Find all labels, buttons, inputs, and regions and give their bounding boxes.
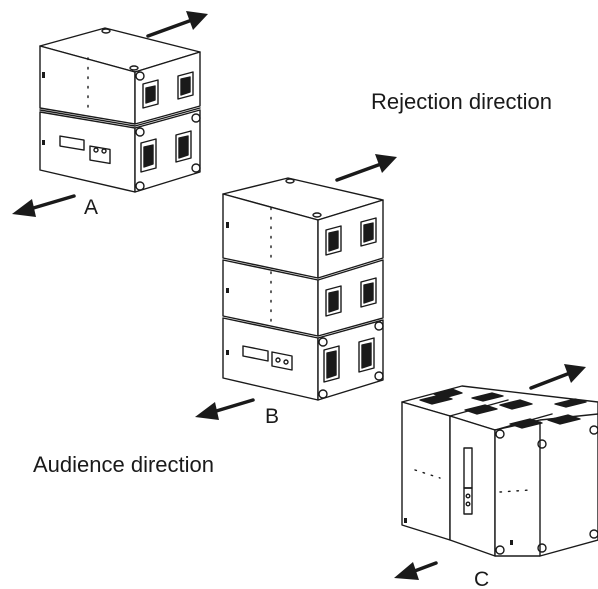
rejection-direction-label: Rejection direction <box>371 89 552 114</box>
audience-direction-label: Audience direction <box>33 452 215 477</box>
arrow-audience-a <box>12 194 76 217</box>
stack-b <box>222 177 384 401</box>
handle <box>142 71 194 109</box>
grille <box>419 388 587 429</box>
arrow-audience-b <box>195 398 255 420</box>
label-a: A <box>84 196 99 219</box>
side-by-side-c <box>401 385 598 557</box>
stack-a <box>39 27 201 193</box>
arrow-rejection-b <box>335 154 397 182</box>
arrow-audience-c <box>394 561 438 580</box>
arrow-rejection-c <box>529 364 586 390</box>
label-b: B <box>265 405 280 428</box>
arrow-rejection-a <box>146 11 208 38</box>
handle <box>140 130 192 173</box>
label-c: C <box>474 568 490 589</box>
